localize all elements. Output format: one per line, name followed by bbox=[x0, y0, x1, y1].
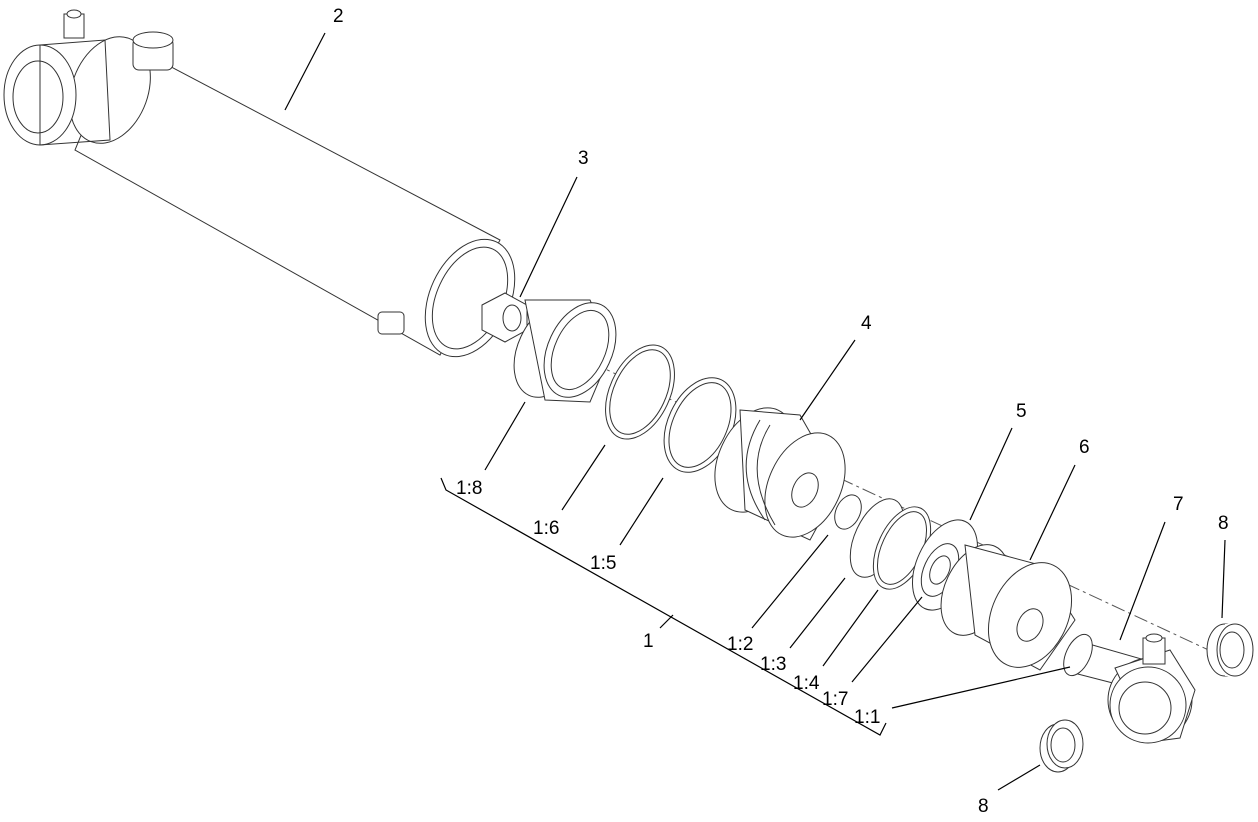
leader-lines bbox=[284, 32, 1226, 791]
rod-clevis-7 bbox=[1063, 633, 1196, 744]
callout-1: 1 bbox=[643, 631, 654, 652]
callout-1-1: 1:1 bbox=[854, 707, 880, 728]
callout-1-3: 1:3 bbox=[760, 654, 786, 675]
piston-6 bbox=[940, 544, 1076, 671]
piston-4 bbox=[714, 407, 846, 541]
center-axis bbox=[499, 319, 1231, 661]
callout-3: 3 bbox=[578, 148, 589, 169]
cylinder-barrel bbox=[3, 9, 516, 358]
callout-7: 7 bbox=[1173, 494, 1184, 515]
bushing-8-left bbox=[1039, 719, 1084, 773]
ring-1-2 bbox=[834, 494, 862, 530]
assembly-1-bracket bbox=[440, 477, 887, 736]
callout-1-4: 1:4 bbox=[793, 673, 820, 694]
callout-1-8: 1:8 bbox=[456, 478, 482, 499]
callout-1-5: 1:5 bbox=[590, 553, 616, 574]
callout-2: 2 bbox=[333, 6, 344, 27]
callout-5: 5 bbox=[1016, 401, 1027, 422]
callout-4: 4 bbox=[861, 313, 872, 334]
gland-1-8 bbox=[513, 299, 617, 403]
ring-1-6 bbox=[605, 344, 675, 440]
bushing-8-right bbox=[1206, 623, 1254, 677]
callout-6: 6 bbox=[1079, 437, 1090, 458]
callout-8-left: 8 bbox=[978, 796, 989, 817]
callout-1-7: 1:7 bbox=[822, 689, 848, 710]
callout-1-6: 1:6 bbox=[533, 518, 559, 539]
callout-8-right: 8 bbox=[1218, 513, 1229, 534]
callout-1-2: 1:2 bbox=[727, 634, 753, 655]
